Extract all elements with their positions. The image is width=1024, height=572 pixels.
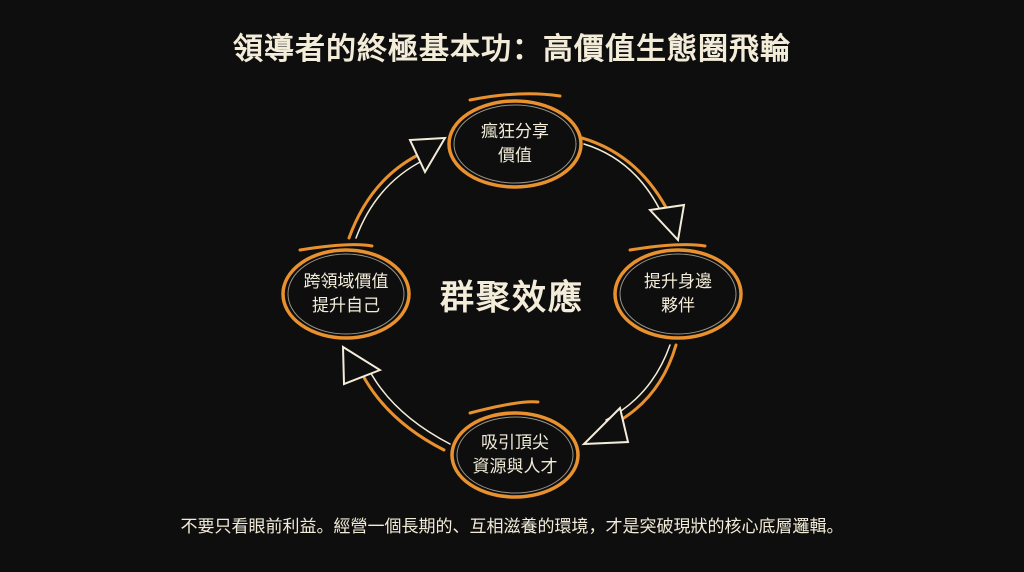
node-line: 瘋狂分享 xyxy=(481,122,549,142)
node-line: 吸引頂尖 xyxy=(481,433,549,453)
arrow-right-to-bottom xyxy=(581,343,678,446)
center-label: 群聚效應 xyxy=(440,278,584,318)
arrow-top-to-right xyxy=(580,136,686,243)
node-line: 夥伴 xyxy=(661,296,695,316)
node-line: 提升身邊 xyxy=(644,272,712,292)
node-line: 資源與人才 xyxy=(472,457,558,477)
node-elevate-partners: 提升身邊 夥伴 xyxy=(613,270,743,318)
node-line: 提升自己 xyxy=(312,296,380,316)
footer-caption: 不要只看眼前利益。經營一個長期的、互相滋養的環境，才是突破現狀的核心底層邏輯。 xyxy=(180,517,844,537)
arrow-left-to-top xyxy=(347,136,447,240)
node-cross-domain: 跨領域價值 提升自己 xyxy=(281,270,411,318)
node-line: 價值 xyxy=(498,146,532,166)
node-attract-talent: 吸引頂尖 資源與人才 xyxy=(450,431,580,479)
node-line: 跨領域價值 xyxy=(303,272,389,292)
page-title: 領導者的終極基本功：高價值生態圈飛輪 xyxy=(233,32,791,67)
node-share-value: 瘋狂分享 價值 xyxy=(450,120,580,168)
node-ring-top xyxy=(447,92,583,189)
node-ring-right xyxy=(613,243,743,340)
arrow-bottom-to-left xyxy=(341,345,451,452)
node-ring-bottom xyxy=(450,400,580,499)
node-ring-left xyxy=(281,243,411,340)
